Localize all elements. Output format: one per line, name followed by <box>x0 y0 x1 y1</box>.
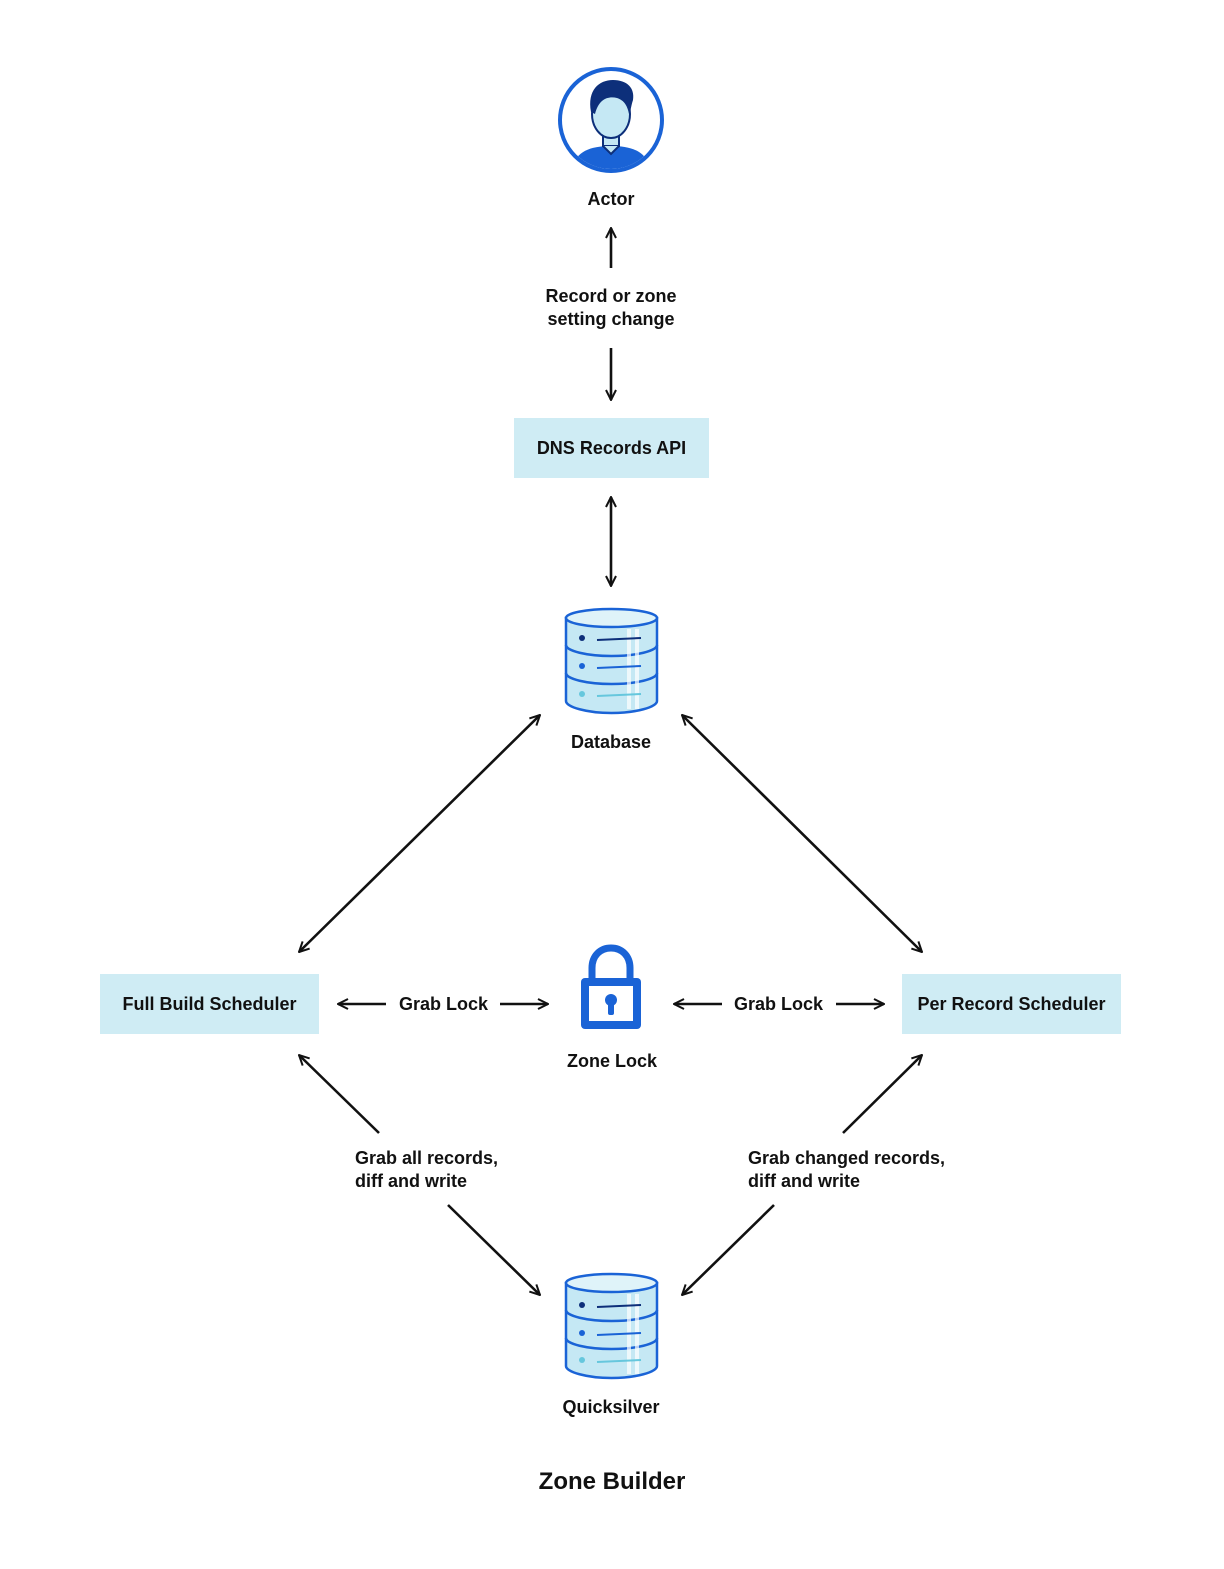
database-icon <box>564 607 659 715</box>
per-record-scheduler-node: Per Record Scheduler <box>902 974 1121 1034</box>
per-record-scheduler-label: Per Record Scheduler <box>917 993 1106 1014</box>
arrow-database-per-record <box>682 715 922 952</box>
edge-label-grab-lock-right: Grab Lock <box>734 994 824 1014</box>
arrow-full-to-quicksilver <box>447 1204 540 1295</box>
edge-label-grab-lock-left: Grab Lock <box>399 994 489 1014</box>
person-icon <box>558 67 664 173</box>
dns-records-api-node: DNS Records API <box>514 418 709 478</box>
diagram-title: Zone Builder <box>538 1468 686 1495</box>
dns-records-api-label: DNS Records API <box>536 437 687 458</box>
arrow-to-per-record <box>842 1055 922 1134</box>
arrow-database-full-build <box>299 715 540 952</box>
lock-icon <box>581 944 641 1029</box>
arrow-to-full-build <box>299 1055 380 1134</box>
full-build-scheduler-node: Full Build Scheduler <box>100 974 319 1034</box>
database-label: Database <box>570 732 652 752</box>
edge-label-grab-changed-records: Grab changed records, diff and write <box>748 1148 946 1191</box>
quicksilver-label: Quicksilver <box>562 1397 660 1417</box>
database-icon <box>564 1272 659 1380</box>
arrow-per-to-quicksilver <box>682 1204 775 1295</box>
edge-label-record-change: Record or zone setting change <box>545 286 677 329</box>
edge-label-grab-all-records: Grab all records, diff and write <box>355 1148 499 1191</box>
actor-label: Actor <box>587 189 635 209</box>
zone-lock-label: Zone Lock <box>566 1051 658 1071</box>
full-build-scheduler-label: Full Build Scheduler <box>122 993 297 1014</box>
